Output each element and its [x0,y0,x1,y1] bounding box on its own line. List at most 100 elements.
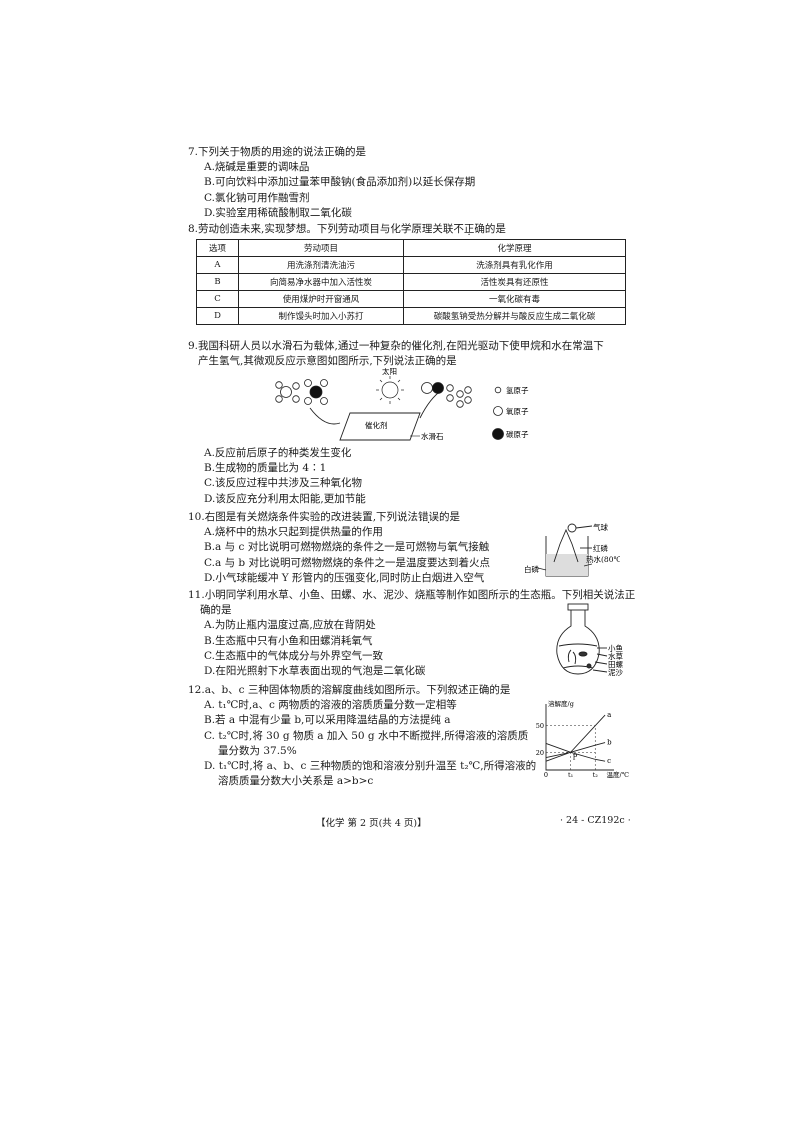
question-7-stem: 7.下列关于物质的用途的说法正确的是 [188,146,367,158]
legend-hydrogen: 氢原子 [506,385,529,395]
question-10-option-d: D.小气球能缓冲 Y 形管内的压强变化,同时防止白烟进入空气 [204,571,485,584]
question-9-options: A.反应前后原子的种类发生变化 B.生成物的质量比为 4∶1 C.该反应过程中共… [188,446,366,507]
table-row: D 制作馒头时加入小苏打 碳酸氢钠受热分解并与酸反应生成二氧化碳 [196,307,626,325]
table-cell: 用洗涤剂清洗油污 [238,256,404,274]
hot-water-label: 热水(80℃) [586,554,620,564]
catalyst-label: 催化剂 [365,420,388,430]
question-12-option-d: D. t₁℃时,将 a、b、c 三种物质的饱和溶液分别升温至 t₂℃,所得溶液的 [204,760,537,773]
footer-code: · 24 - CZ192c · [560,815,631,826]
question-9-stem-line2: 产生氢气,其微观反应示意图如图所示,下列说法正确的是 [198,355,457,368]
question-9-option-d: D.该反应充分利用太阳能,更加节能 [204,492,366,505]
y-axis-label: 溶解度/g [548,700,574,708]
table-header: 劳动项目 [238,239,404,257]
weed-label: 水草 [608,651,623,661]
series-label-a: a [607,711,611,719]
question-10-option-b: B.a 与 c 对比说明可燃物燃烧的条件之一是可燃物与氧气接触 [204,541,490,554]
intersection-point-label: P [573,753,578,761]
question-10: 10.右图是有关燃烧条件实验的改进装置,下列说法错误的是 A.烧杯中的热水只起到… [188,510,490,586]
series-line-c [545,743,606,762]
table-cell: A [196,256,239,274]
balloon-icon [567,523,577,533]
legend-carbon: 碳原子 [506,429,529,439]
footer-page-info: 【化学 第 2 页(共 4 页)】 [316,818,427,829]
question-10-option-c: C.a 与 b 对比说明可燃物燃烧的条件之一是温度要达到着火点 [204,556,490,569]
support-label: 水滑石 [421,431,444,441]
question-8: 8.劳动创造未来,实现梦想。下列劳动项目与化学原理关联不正确的是 [188,222,506,237]
question-11-option-d: D.在阳光照射下水草表面出现的气泡是二氧化碳 [204,665,426,678]
question-12-stem: 12.a、b、c 三种固体物质的溶解度曲线如图所示。下列叙述正确的是 [188,684,511,696]
methane-molecule [304,379,328,405]
sun-label: 太阳 [382,368,397,376]
table-cell: 洗涤剂具有乳化作用 [403,256,626,274]
question-7-option-a: A.烧碱是重要的调味品 [204,161,310,174]
table-cell: 碳酸氢钠受热分解并与酸反应生成二氧化碳 [403,307,626,325]
arrow-out [419,389,443,419]
table-cell: C [196,290,239,308]
question-8-table: 选项 劳动项目 化学原理 A 用洗涤剂清洗油污 洗涤剂具有乳化作用 B 向简易净… [196,239,626,325]
question-12-option-b: B.若 a 中混有少量 b,可以采用降温结晶的方法提纯 a [204,714,451,727]
question-9-stem-line1: 9.我国科研人员以水滑石为载体,通过一种复杂的催化剂,在阳光驱动下使甲烷和水在常… [188,340,604,352]
question-7-option-b: B.可向饮料中添加过量苯甲酸钠(食品添加剂)以延长保存期 [204,176,476,189]
series-line-a [545,714,606,762]
y-tick-label: 50 [536,722,544,730]
sand-label: 泥沙 [608,668,623,677]
chart-axes [545,704,614,771]
legend [492,386,504,440]
sun-icon [376,376,404,404]
table-cell: D [196,307,239,325]
table-cell: 制作馒头时加入小苏打 [238,307,404,325]
question-9-option-a: A.反应前后原子的种类发生变化 [204,447,352,459]
question-7-option-c: C.氯化钠可用作融雪剂 [204,191,310,204]
question-8-stem: 8.劳动创造未来,实现梦想。下列劳动项目与化学原理关联不正确的是 [188,222,506,237]
white-phosphorus-label: 白磷 [524,564,539,574]
question-12-option-c: C. t₂℃时,将 30 g 物质 a 加入 50 g 水中不断搅拌,所得溶液的… [204,729,529,742]
question-11: 11.小明同学利用水草、小鱼、田螺、水、泥沙、烧瓶等制作如图所示的生态瓶。下列相… [188,588,635,679]
question-11-option-b: B.生态瓶中只有小鱼和田螺消耗氧气 [204,634,373,647]
reaction-diagram: 太阳 催化剂 水滑石 氢原子 氧原子 碳原子 [275,368,529,441]
series-label-b: b [607,739,612,747]
ecosystem-flask: 小鱼 水草 田螺 泥沙 [556,603,623,677]
legend-oxygen: 氧原子 [506,406,529,416]
table-header: 化学原理 [403,239,626,257]
table-header-row: 选项 劳动项目 化学原理 [196,239,626,257]
question-11-option-c: C.生态瓶中的气体成分与外界空气一致 [204,649,383,662]
question-11-stem-line1: 11.小明同学利用水草、小鱼、田螺、水、泥沙、烧瓶等制作如图所示的生态瓶。下列相… [188,589,636,601]
table-row: A 用洗涤剂清洗油污 洗涤剂具有乳化作用 [196,256,626,274]
flask-body [556,610,600,675]
y-tube [553,528,579,563]
water-molecule [275,381,292,403]
question-10-stem: 10.右图是有关燃烧条件实验的改进装置,下列说法错误的是 [188,510,490,525]
series-line-b [545,742,606,759]
series-label-c: c [607,757,611,765]
table-row: C 使用煤炉时开窗通风 一氧化碳有毒 [196,290,626,308]
red-phosphorus-label: 红磷 [593,543,608,553]
question-7: 7.下列关于物质的用途的说法正确的是 A.烧碱是重要的调味品 B.可向饮料中添加… [188,145,475,221]
catalyst-slab [339,412,421,441]
x-tick-label: t₁ [568,771,574,778]
fish-label: 小鱼 [608,643,623,653]
question-12-option-c-cont: 量分数为 37.5% [218,744,297,757]
question-12-option-a: A. t₁℃时,a、c 两物质的溶液的溶质质量分数一定相等 [204,699,457,712]
question-11-option-a: A.为防止瓶内温度过高,应放在背阴处 [204,619,376,632]
hot-water [546,554,588,576]
table-cell: 活性炭具有还原性 [403,273,626,291]
x-axis-label: 温度/℃ [607,770,629,778]
arrow-in [309,407,341,425]
table-row: B 向简易净水器中加入活性炭 活性炭具有还原性 [196,273,626,291]
table-cell: 向简易净水器中加入活性炭 [238,273,404,291]
x-tick-label: 0 [544,771,548,778]
table-header: 选项 [196,239,239,257]
table-cell: B [196,273,239,291]
y-tick-label: 20 [536,749,544,757]
question-10-option-a: A.烧杯中的热水只起到提供热量的作用 [204,526,383,539]
emphasis-text: 错误 [418,511,439,523]
question-12-option-d-cont: 溶质质量分数大小关系是 a>b>c [218,775,374,788]
table-cell: 使用煤炉时开窗通风 [238,290,404,308]
snail-label: 田螺 [608,659,623,669]
product-molecules [421,382,472,408]
question-9-option-c: C.该反应过程中共涉及三种氧化物 [204,477,362,490]
combustion-apparatus: 气球 红磷 白磷 热水(80℃) [524,522,620,577]
question-9: 9.我国科研人员以水滑石为载体,通过一种复杂的催化剂,在阳光驱动下使甲烷和水在常… [188,339,604,369]
